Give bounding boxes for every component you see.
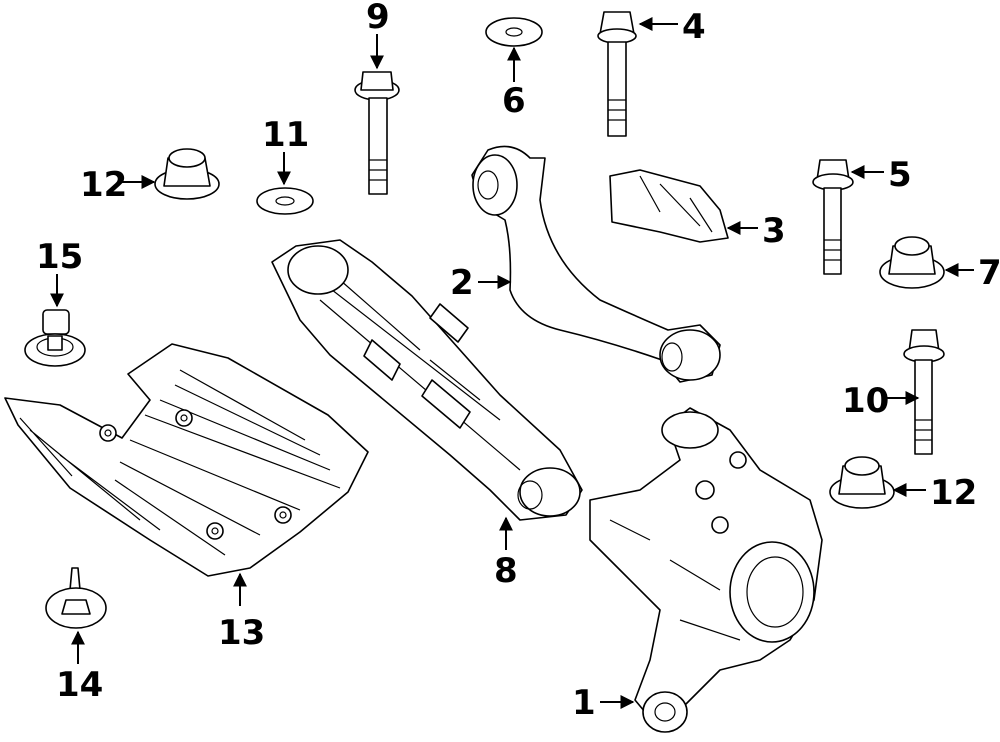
callout-12-right: 12 bbox=[930, 473, 977, 513]
callout-3: 3 bbox=[762, 211, 786, 251]
callout-10: 10 bbox=[842, 381, 889, 421]
callout-labels: 1 2 3 4 5 6 7 8 9 10 11 12 12 13 14 15 bbox=[36, 0, 1000, 723]
callout-5: 5 bbox=[888, 155, 912, 195]
callout-2: 2 bbox=[450, 263, 474, 303]
washer-11 bbox=[256, 187, 314, 215]
clip-nut-14 bbox=[45, 567, 107, 629]
leader-lines bbox=[50, 17, 974, 709]
callout-7: 7 bbox=[978, 253, 1000, 293]
nut-12-upper bbox=[154, 148, 220, 200]
callout-8: 8 bbox=[494, 551, 518, 591]
callout-9: 9 bbox=[366, 0, 390, 37]
knuckle-1 bbox=[589, 407, 823, 733]
bolt-10 bbox=[903, 329, 945, 455]
callout-11: 11 bbox=[262, 115, 309, 155]
nut-7 bbox=[879, 236, 945, 289]
callout-14: 14 bbox=[56, 665, 103, 705]
callout-4: 4 bbox=[682, 7, 706, 47]
push-clip-15 bbox=[24, 309, 86, 367]
lower-control-arm-8 bbox=[271, 239, 583, 521]
callout-15: 15 bbox=[36, 237, 83, 277]
bracket-3 bbox=[609, 169, 729, 243]
callout-1: 1 bbox=[572, 683, 596, 723]
upper-control-arm-2 bbox=[471, 145, 721, 383]
washer-6 bbox=[485, 17, 543, 47]
callout-13: 13 bbox=[218, 613, 265, 653]
callout-12-upper: 12 bbox=[80, 165, 127, 205]
heat-shield-13 bbox=[4, 343, 369, 577]
bolt-5 bbox=[812, 159, 854, 275]
bolt-9 bbox=[354, 71, 400, 195]
nut-12-right bbox=[829, 456, 895, 509]
callout-6: 6 bbox=[502, 81, 526, 121]
bolt-4 bbox=[597, 11, 637, 137]
